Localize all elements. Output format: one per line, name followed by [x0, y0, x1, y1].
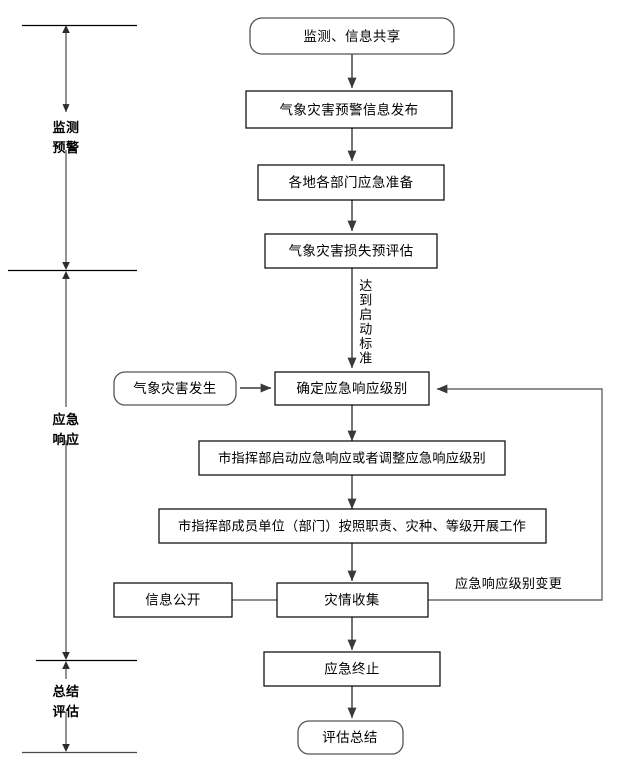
node-determine-level-shape[interactable] — [274, 371, 430, 406]
trigger-char-0: 达 — [359, 279, 372, 294]
node-collect-info-label: 灾情收集 — [324, 592, 380, 609]
phase-label-summary-line2: 评估 — [52, 704, 79, 720]
node-loss-preassess-label: 气象灾害损失预评估 — [288, 243, 413, 260]
node-terminate-shape[interactable] — [263, 651, 441, 687]
node-dept-prepare-label: 各地各部门应急准备 — [288, 174, 413, 191]
phase-label-monitor-line2: 预警 — [52, 140, 79, 156]
trigger-char-2: 启 — [359, 308, 372, 323]
node-warning-release-shape[interactable] — [245, 90, 453, 129]
node-loss-preassess-shape[interactable] — [264, 233, 438, 269]
phase-label-monitor-line1: 监测 — [52, 120, 79, 136]
phase-arrow-monitor — [62, 25, 70, 270]
phase-bracket-group: 监测 预警 应急 响应 总结 评估 — [8, 24, 137, 754]
phase-arrow-response — [62, 271, 70, 660]
node-terminate-label: 应急终止 — [324, 661, 380, 678]
trigger-char-1: 到 — [359, 294, 372, 309]
node-info-public-label: 信息公开 — [145, 592, 201, 609]
trigger-char-4: 标 — [359, 337, 372, 352]
node-loss-preassess[interactable]: 气象灾害损失预评估 — [264, 233, 438, 269]
node-start-adjust[interactable]: 市指挥部启动应急响应或者调整应急响应级别 — [198, 440, 506, 476]
node-member-units-label: 市指挥部成员单位（部门）按照职责、灾种、等级开展工作 — [178, 518, 526, 535]
edge-feedback-level-change — [428, 384, 603, 601]
node-member-units-shape[interactable] — [158, 508, 547, 544]
node-disaster-occurs-label: 气象灾害发生 — [133, 380, 216, 397]
phase-label-summary-line1: 总结 — [52, 684, 79, 700]
node-collect-info[interactable]: 灾情收集 — [276, 582, 429, 618]
node-monitor-share-shape[interactable] — [249, 17, 455, 55]
edge-label-trigger-threshold: 达 到 启 动 标 准 — [359, 279, 372, 367]
node-member-units[interactable]: 市指挥部成员单位（部门）按照职责、灾种、等级开展工作 — [158, 508, 547, 544]
trigger-char-3: 动 — [359, 323, 372, 338]
phase-label-response-line1: 应急 — [52, 412, 79, 428]
node-disaster-occurs-shape[interactable] — [113, 371, 237, 406]
node-collect-info-shape[interactable] — [276, 582, 429, 618]
node-determine-level[interactable]: 确定应急响应级别 — [274, 371, 430, 406]
node-start-adjust-label: 市指挥部启动应急响应或者调整应急响应级别 — [218, 450, 486, 467]
trigger-char-5: 准 — [359, 352, 372, 367]
node-assess-summary-shape[interactable] — [297, 720, 404, 755]
node-terminate[interactable]: 应急终止 — [263, 651, 441, 687]
phase-label-response-line2: 响应 — [52, 432, 79, 448]
node-disaster-occurs[interactable]: 气象灾害发生 — [113, 371, 237, 406]
node-dept-prepare-shape[interactable] — [257, 164, 445, 201]
node-dept-prepare[interactable]: 各地各部门应急准备 — [257, 164, 445, 201]
node-monitor-share-label: 监测、信息共享 — [303, 28, 400, 45]
node-determine-level-label: 确定应急响应级别 — [296, 380, 407, 397]
node-monitor-share[interactable]: 监测、信息共享 — [249, 17, 455, 55]
node-start-adjust-shape[interactable] — [198, 440, 506, 476]
node-warning-release-label: 气象灾害预警信息发布 — [280, 102, 419, 119]
node-warning-release[interactable]: 气象灾害预警信息发布 — [245, 90, 453, 129]
edge-group — [232, 54, 603, 719]
node-assess-summary[interactable]: 评估总结 — [297, 720, 404, 755]
node-info-public-shape[interactable] — [113, 582, 233, 618]
edge-label-level-change: 应急响应级别变更 — [455, 576, 562, 592]
node-info-public[interactable]: 信息公开 — [113, 582, 233, 618]
phase-arrow-summary — [62, 661, 70, 752]
node-assess-summary-label: 评估总结 — [322, 730, 378, 746]
